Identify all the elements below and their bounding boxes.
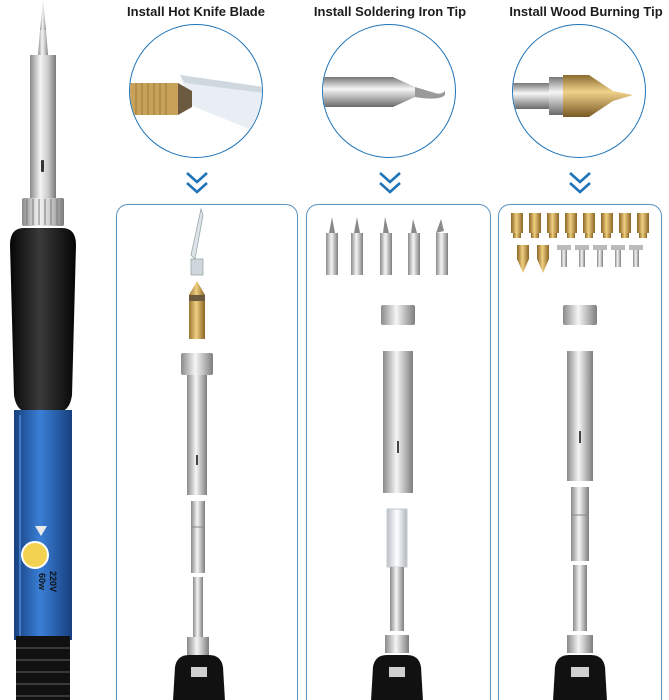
wood-burning-tip-assembly-panel	[498, 204, 662, 700]
step-title-hot-knife: Install Hot Knife Blade	[127, 4, 265, 19]
step-title-soldering-tip: Install Soldering Iron Tip	[313, 4, 467, 19]
chevron-down-icon	[184, 170, 210, 196]
temperature-dial-icon[interactable]	[21, 541, 49, 569]
hot-knife-assembly-panel	[116, 204, 298, 700]
voltage-label: 220V	[48, 571, 58, 593]
soldering-tip-closeup	[322, 24, 456, 158]
wood-burning-tip-closeup	[512, 24, 646, 158]
soldering-tip-assembly-panel	[306, 204, 491, 700]
chevron-down-icon	[567, 170, 593, 196]
power-label: 60w	[37, 573, 47, 591]
soldering-iron	[0, 0, 90, 700]
hot-knife-closeup	[129, 24, 263, 158]
chevron-down-icon	[377, 170, 403, 196]
step-title-wood-burning: Install Wood Burning Tip	[509, 4, 663, 19]
